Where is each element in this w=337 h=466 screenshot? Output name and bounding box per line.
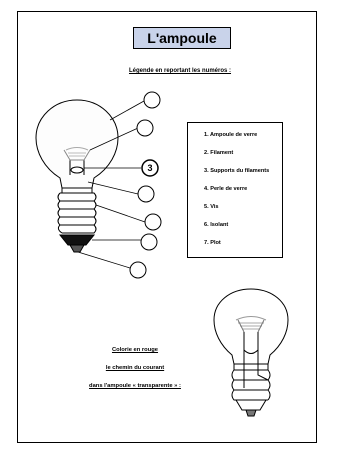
- legend-item: 3. Supports du filaments: [204, 168, 270, 174]
- callout-circle: [137, 185, 155, 203]
- instruction-line-1: Colorie en rouge: [111, 347, 159, 353]
- callout-number: 3: [147, 163, 152, 173]
- legend-item: 7. Plot: [204, 240, 221, 246]
- callout-circle: [136, 119, 154, 137]
- instruction-line-2: le chemin du courant: [105, 365, 165, 371]
- legend-instruction: Légende en reportant les numéros :: [128, 68, 232, 74]
- bulb-diagram-labeled: [35, 99, 119, 253]
- legend-item: 4. Perle de verre: [204, 186, 248, 192]
- callout-circle: [143, 91, 161, 109]
- bulb-glass: [35, 99, 119, 189]
- callout-circles: [129, 91, 162, 279]
- screw-base: [57, 192, 97, 234]
- glass-bead: [70, 166, 84, 174]
- bulb-diagram-transparent: [213, 288, 289, 417]
- filament: [63, 149, 91, 161]
- leader-lines: [77, 100, 146, 269]
- worksheet-page: [17, 11, 317, 443]
- screw-outline: [231, 369, 271, 401]
- page-title: L'ampoule: [133, 27, 231, 49]
- callout-circle: [129, 261, 147, 279]
- legend-item: 6. Isolant: [204, 222, 229, 228]
- callout-circle: [144, 213, 162, 231]
- filament-supports: [69, 160, 85, 175]
- legend-item: 2. Filament: [204, 150, 234, 156]
- legend-box: 1. Ampoule de verre 2. Filament 3. Suppo…: [187, 122, 283, 258]
- legend-item: 5. Vis: [204, 204, 219, 210]
- contact: [69, 244, 85, 253]
- callout-circle: [140, 233, 158, 251]
- callout-circle: [141, 159, 159, 177]
- instruction-line-3: dans l'ampoule « transparente » :: [89, 383, 181, 389]
- legend-item: 1. Ampoule de verre: [204, 132, 258, 138]
- insulator: [58, 234, 96, 246]
